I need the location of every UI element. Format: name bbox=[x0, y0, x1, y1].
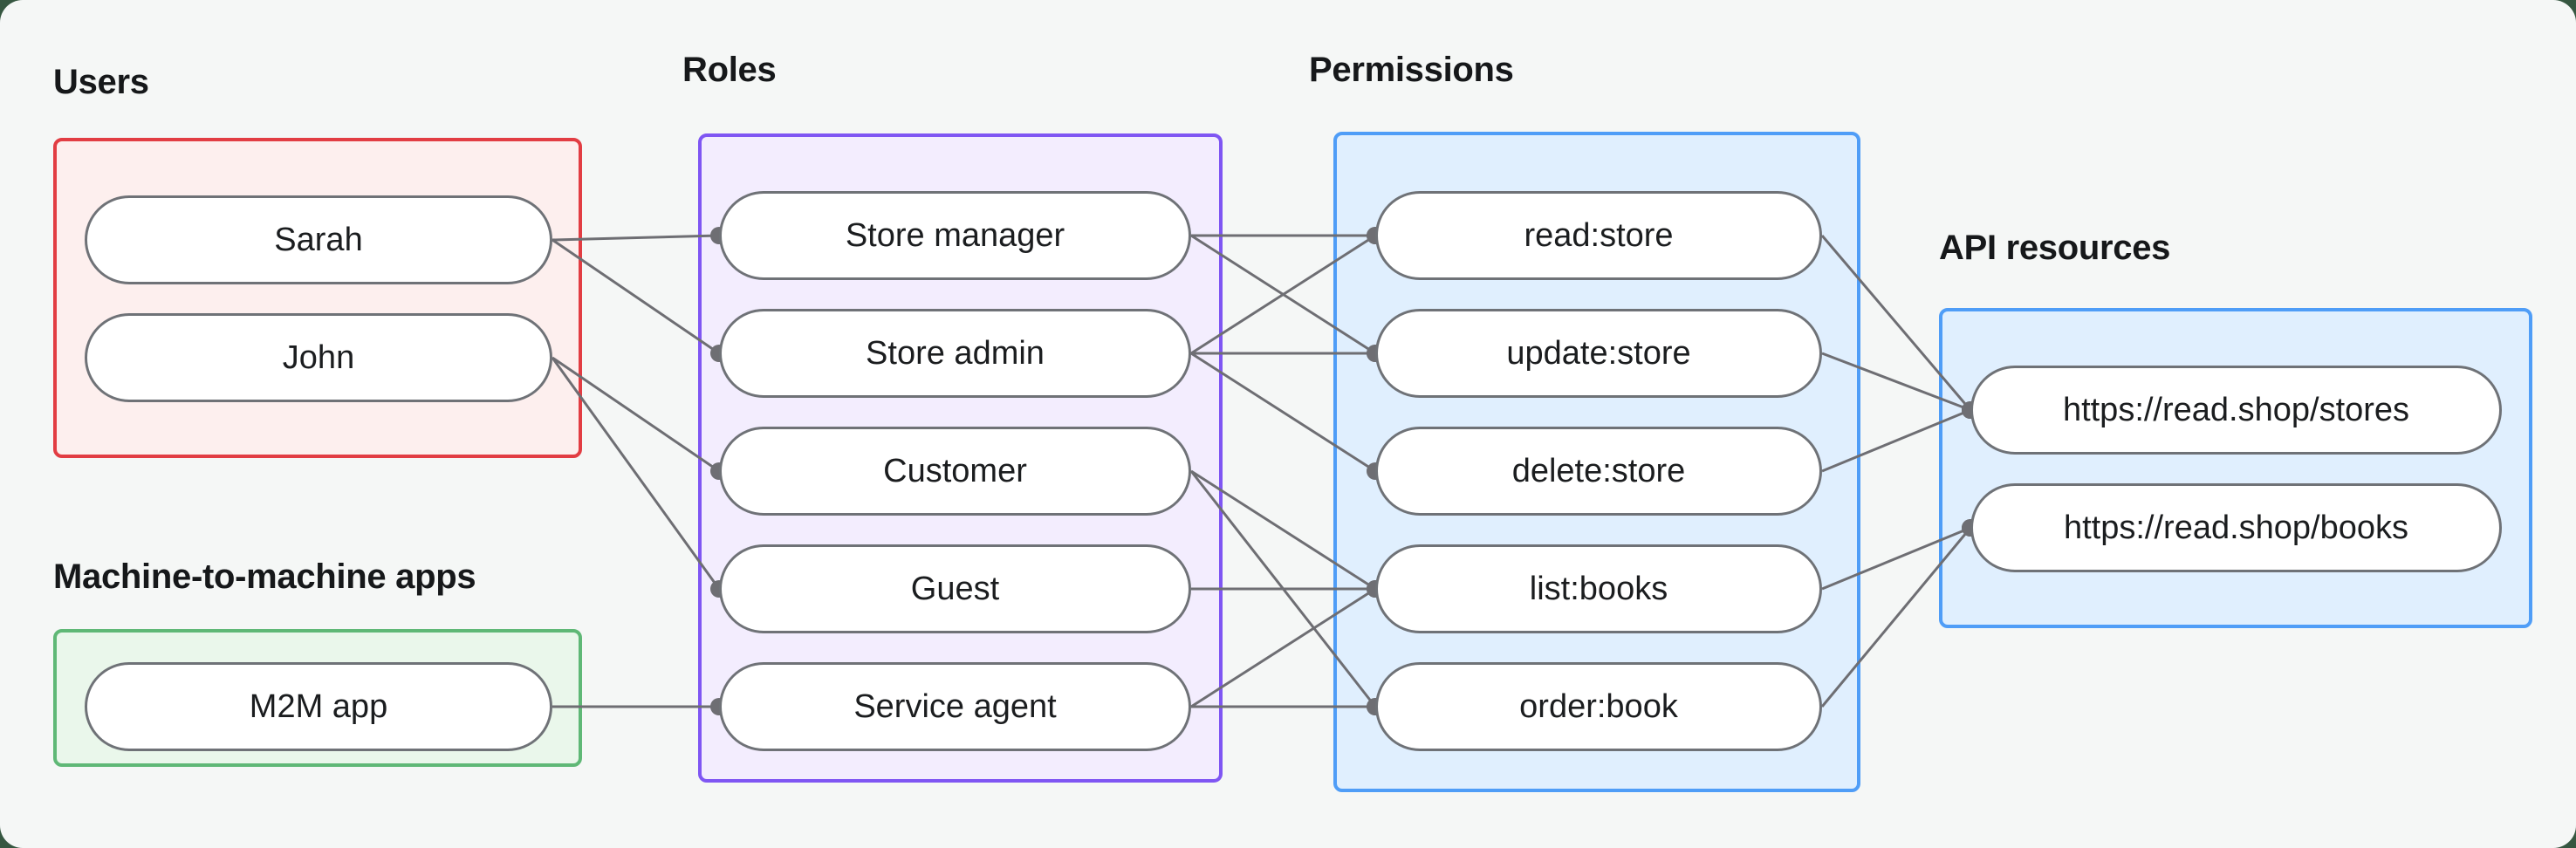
edge-service-agent-to-list-books bbox=[1190, 587, 1376, 708]
node-books-api: https://read.shop/books bbox=[1970, 483, 2502, 572]
users-label: Users bbox=[53, 63, 149, 101]
api-resources-label: API resources bbox=[1939, 229, 2171, 267]
node-update-store: update:store bbox=[1375, 309, 1822, 398]
node-store-manager: Store manager bbox=[719, 191, 1191, 280]
node-store-admin: Store admin bbox=[719, 309, 1191, 398]
node-sarah: Sarah bbox=[85, 195, 552, 284]
edge-john-to-guest bbox=[551, 357, 721, 590]
node-stores-api: https://read.shop/stores bbox=[1970, 366, 2502, 455]
edge-store-admin-to-delete-store bbox=[1190, 352, 1376, 473]
permissions-label: Permissions bbox=[1309, 51, 1514, 89]
node-order-book: order:book bbox=[1375, 662, 1822, 751]
users-box bbox=[53, 138, 582, 458]
roles-label: Roles bbox=[682, 51, 777, 89]
edge-order-book-to-books-api bbox=[1820, 527, 1972, 708]
edge-sarah-to-store-manager bbox=[552, 234, 720, 242]
node-service-agent: Service agent bbox=[719, 662, 1191, 751]
edge-read-store-to-stores-api bbox=[1820, 235, 1972, 411]
node-list-books: list:books bbox=[1375, 544, 1822, 633]
node-guest: Guest bbox=[719, 544, 1191, 633]
edge-john-to-customer bbox=[552, 356, 720, 473]
api-resources-box bbox=[1939, 308, 2532, 628]
edge-delete-store-to-stores-api bbox=[1821, 408, 1971, 473]
node-delete-store: delete:store bbox=[1375, 427, 1822, 516]
node-john: John bbox=[85, 313, 552, 402]
node-customer: Customer bbox=[719, 427, 1191, 516]
edge-customer-to-list-books bbox=[1190, 469, 1376, 591]
edge-sarah-to-store-admin bbox=[552, 238, 720, 355]
m2m-apps-label: Machine-to-machine apps bbox=[53, 557, 476, 596]
edge-store-admin-to-read-store bbox=[1190, 234, 1376, 355]
node-read-store: read:store bbox=[1375, 191, 1822, 280]
edge-list-books-to-books-api bbox=[1821, 526, 1971, 591]
node-m2m-app: M2M app bbox=[85, 662, 552, 751]
edge-update-store-to-stores-api bbox=[1821, 352, 1971, 412]
